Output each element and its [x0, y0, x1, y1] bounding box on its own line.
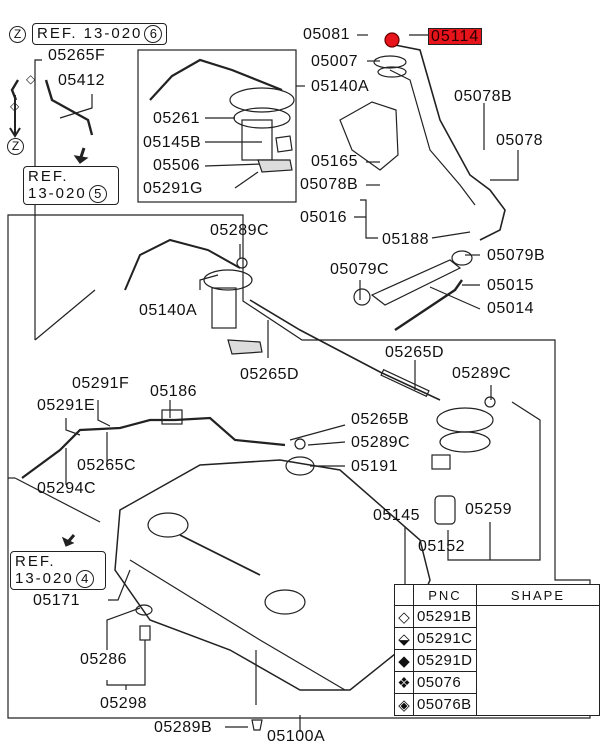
ref-line2: 13-020	[15, 570, 74, 587]
part-label-05188[interactable]: 05188	[382, 231, 429, 248]
part-label-05289C-b[interactable]: 05289C	[452, 365, 512, 382]
legend-row: ⬙ 05291C	[394, 627, 600, 650]
part-label-05289C-c[interactable]: 05289C	[351, 434, 411, 451]
legend-row: ◇ 05291B	[394, 605, 600, 716]
part-label-05114-highlighted[interactable]: 05114	[428, 28, 483, 45]
legend-header-symbol	[394, 584, 414, 606]
legend-header-pnc: PNC	[412, 584, 477, 606]
ref-line2: 13-020	[28, 185, 87, 202]
legend-header-shape: SHAPE	[475, 584, 600, 606]
part-label-05140A-mid[interactable]: 05140A	[139, 302, 198, 319]
zone-marker-z-bottom: Z	[7, 138, 24, 155]
part-label-05506[interactable]: 05506	[153, 157, 200, 174]
part-label-05265C[interactable]: 05265C	[77, 457, 137, 474]
legend-row: ◆ 05291D	[394, 649, 600, 672]
part-label-05171[interactable]: 05171	[33, 592, 80, 609]
part-label-05078B-low[interactable]: 05078B	[300, 176, 359, 193]
part-label-05145[interactable]: 05145	[373, 507, 420, 524]
legend-pnc[interactable]: 05076B	[412, 693, 477, 716]
ref-line1: REF.	[28, 168, 69, 185]
legend-shape-cell	[475, 605, 600, 716]
legend-pnc[interactable]: 05076	[412, 671, 477, 694]
diamond-outline-icon: ◇	[394, 605, 414, 628]
part-label-05265D-b[interactable]: 05265D	[385, 344, 445, 361]
part-label-05289C-a[interactable]: 05289C	[210, 222, 270, 239]
ref-line1: REF.	[15, 553, 56, 570]
part-label-05291F[interactable]: 05291F	[72, 375, 130, 392]
legend-pnc[interactable]: 05291B	[412, 605, 477, 628]
part-label-05145B[interactable]: 05145B	[143, 134, 202, 151]
part-label-05291E[interactable]: 05291E	[37, 397, 96, 414]
part-label-05265F[interactable]: 05265F	[48, 47, 106, 64]
ref-text: REF. 13-020	[37, 25, 143, 42]
ref-circle-number: 5	[88, 185, 107, 203]
diamond-dotted-filled-icon: ◈	[394, 693, 414, 716]
pump-inset-box	[137, 49, 297, 203]
clamp-legend-table: PNC SHAPE ◇ 05291B ⬙ 05291C ◆ 05291D ❖ 0…	[394, 584, 600, 716]
part-label-05294C[interactable]: 05294C	[37, 480, 97, 497]
diamond-half-filled-icon: ⬙	[394, 627, 414, 650]
diamond-marker: ◇	[26, 72, 36, 86]
part-label-05152[interactable]: 05152	[418, 538, 465, 555]
diamond-filled-icon: ◆	[394, 649, 414, 672]
part-label-05289B[interactable]: 05289B	[154, 719, 213, 736]
part-label-05412[interactable]: 05412	[58, 72, 105, 89]
part-label-05261[interactable]: 05261	[153, 110, 200, 127]
part-label-05298[interactable]: 05298	[100, 695, 147, 712]
part-label-05079C[interactable]: 05079C	[330, 261, 390, 278]
part-label-05191[interactable]: 05191	[351, 458, 398, 475]
ref-circle-number: 4	[75, 570, 94, 588]
part-label-05291G[interactable]: 05291G	[143, 180, 203, 197]
part-label-05016[interactable]: 05016	[300, 209, 347, 226]
part-label-05014[interactable]: 05014	[487, 300, 534, 317]
zone-marker-z-top: Z	[9, 26, 26, 43]
part-label-05015[interactable]: 05015	[487, 277, 534, 294]
diamond-marker: ◇	[10, 99, 20, 113]
part-label-05079B[interactable]: 05079B	[487, 247, 546, 264]
legend-pnc[interactable]: 05291C	[412, 627, 477, 650]
part-label-05078B-top[interactable]: 05078B	[454, 88, 513, 105]
part-label-05081[interactable]: 05081	[303, 26, 350, 43]
part-label-05286[interactable]: 05286	[80, 651, 127, 668]
part-label-05186[interactable]: 05186	[150, 383, 197, 400]
diamond-crosshatch-icon: ❖	[394, 671, 414, 694]
part-label-05265B[interactable]: 05265B	[351, 411, 410, 428]
part-label-05259[interactable]: 05259	[465, 501, 512, 518]
part-label-05140A-top[interactable]: 05140A	[311, 78, 370, 95]
legend-row: ◈ 05076B	[394, 693, 600, 716]
part-label-05078[interactable]: 05078	[496, 132, 543, 149]
part-label-05265D-a[interactable]: 05265D	[240, 366, 300, 383]
legend-header-row: PNC SHAPE	[394, 584, 600, 606]
part-label-05100A[interactable]: 05100A	[267, 728, 326, 745]
part-label-05007[interactable]: 05007	[311, 53, 358, 70]
part-label-05165[interactable]: 05165	[311, 153, 358, 170]
ref-circle-number: 6	[144, 25, 163, 43]
legend-pnc[interactable]: 05291D	[412, 649, 477, 672]
